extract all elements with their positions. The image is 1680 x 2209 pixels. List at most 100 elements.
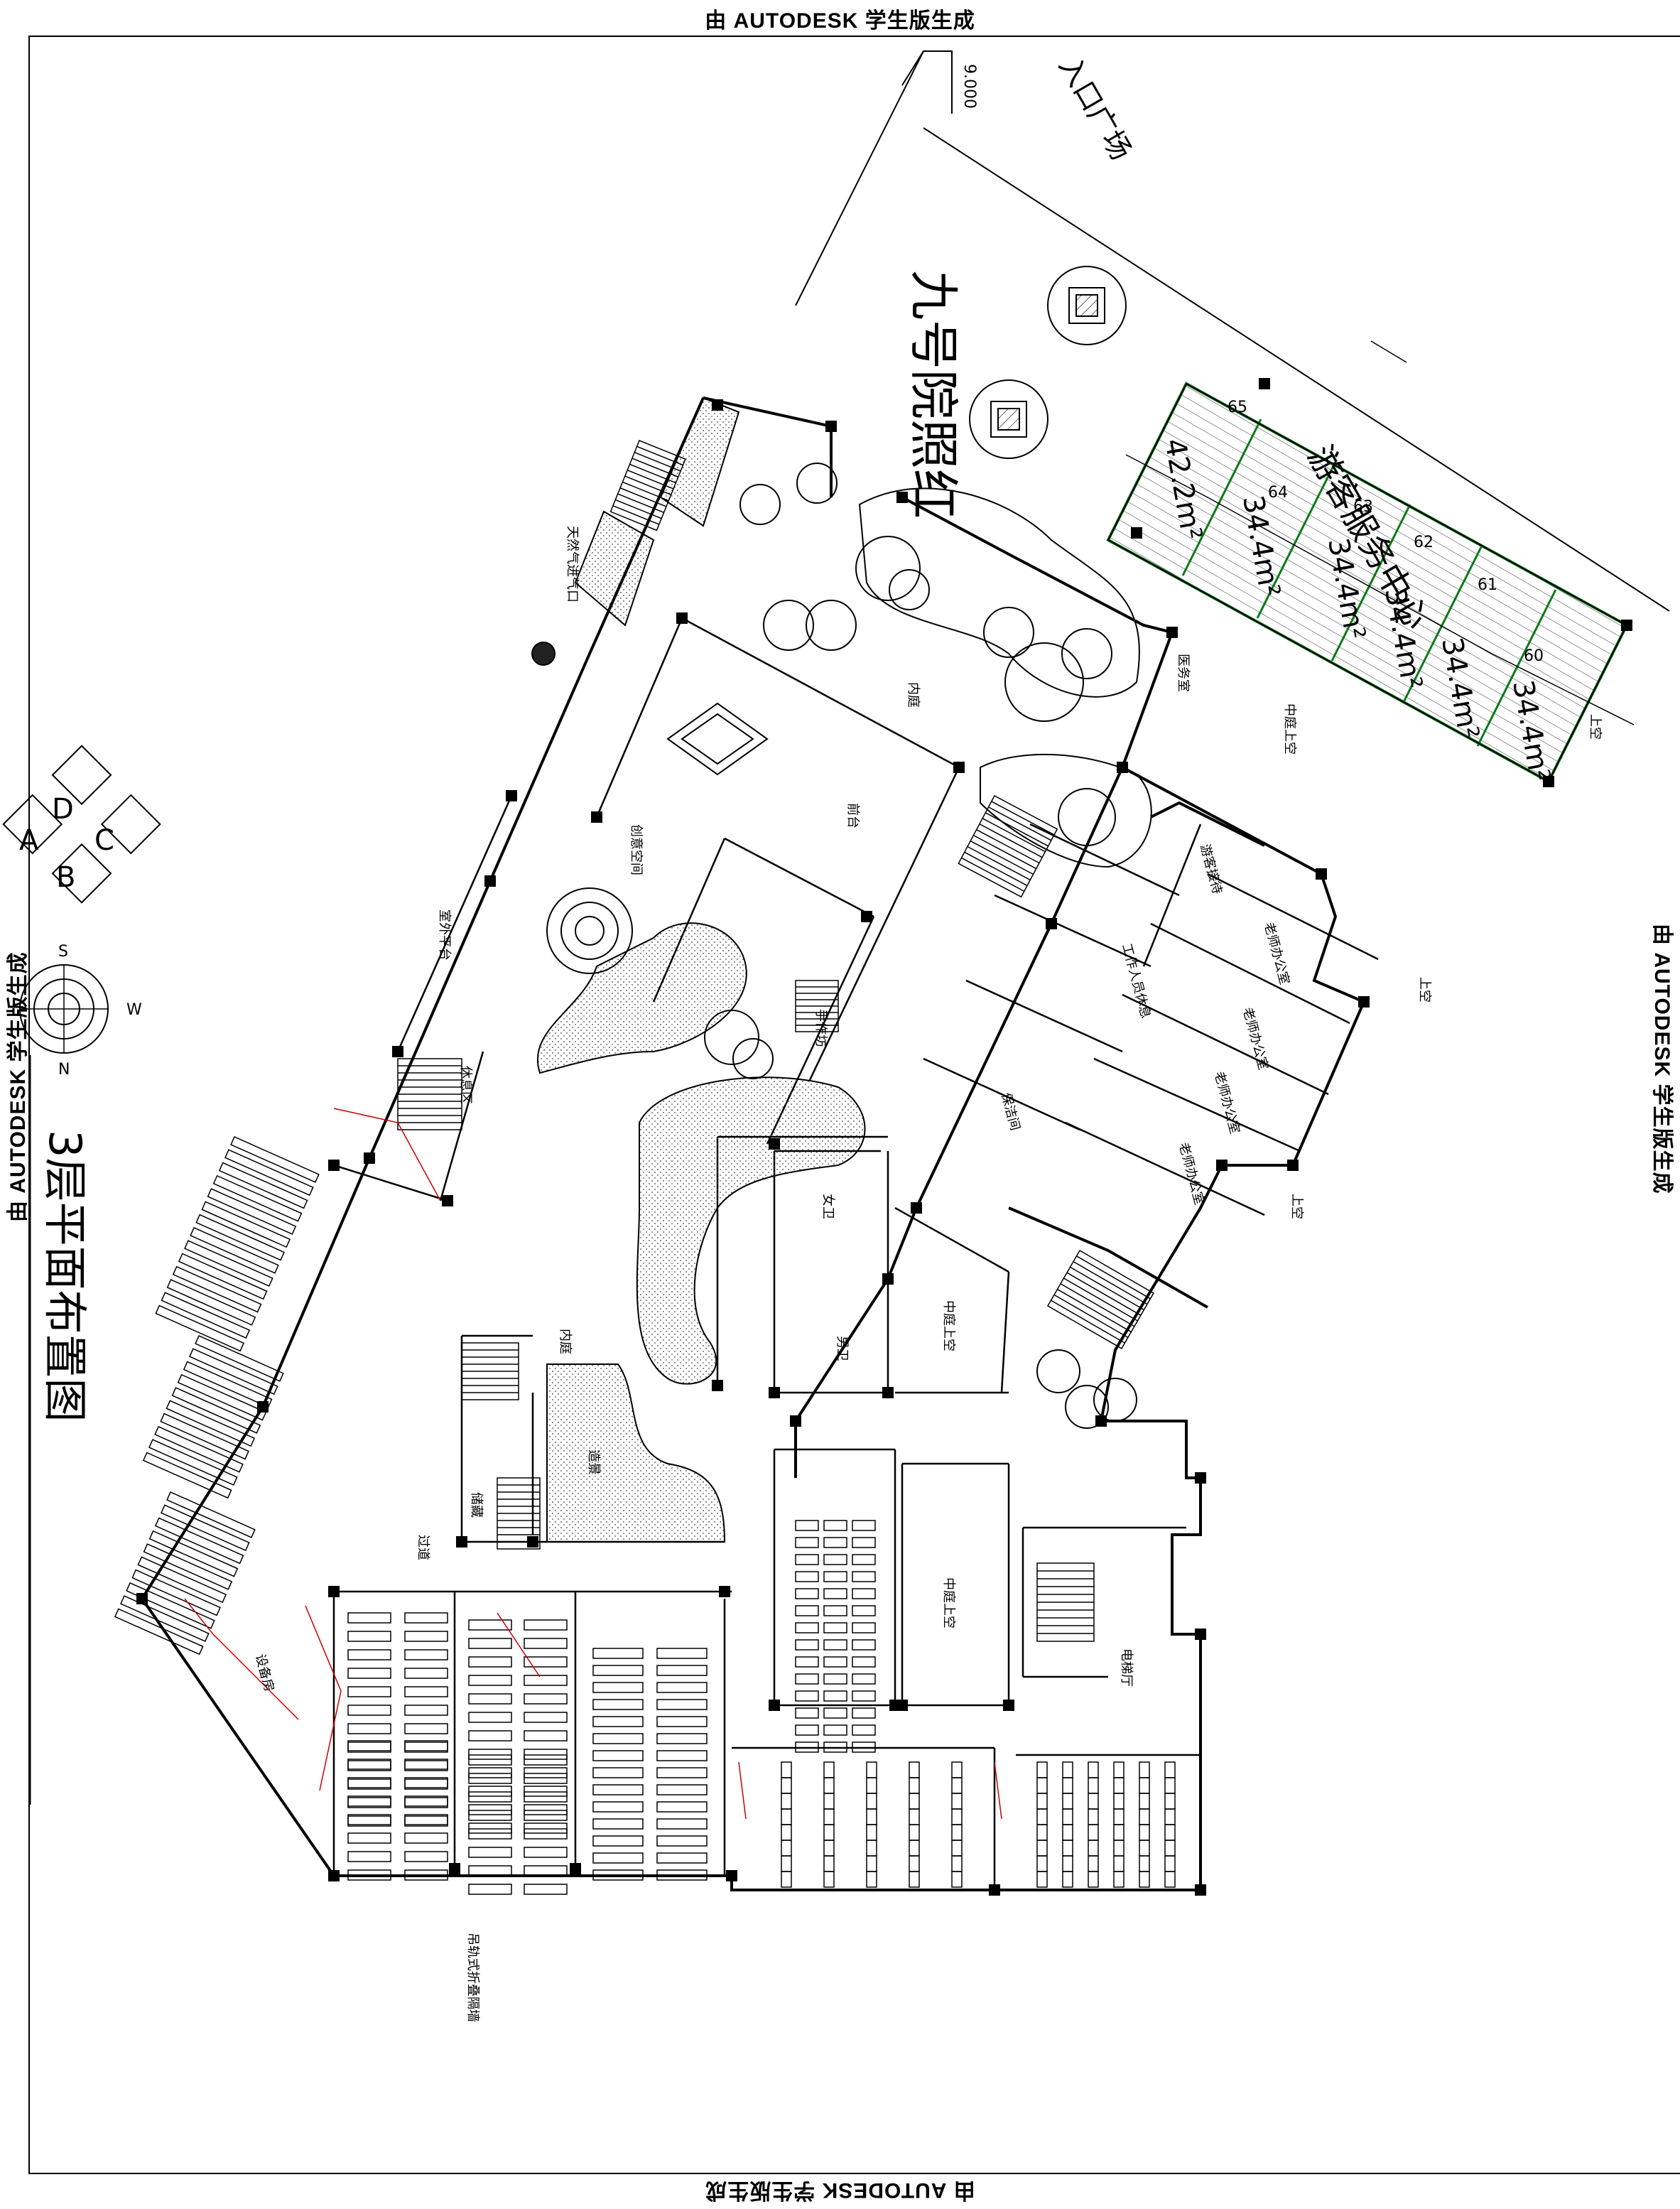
column	[769, 1387, 780, 1398]
stair-flight	[497, 1477, 541, 1550]
seat-block	[114, 1491, 256, 1656]
stair-flight	[609, 440, 686, 531]
unit-63: 63	[1353, 498, 1373, 516]
label-atrium-void-2: 中庭上空	[941, 1300, 956, 1351]
seat-block	[468, 1754, 568, 1895]
column	[1003, 1700, 1014, 1711]
column	[1046, 918, 1057, 929]
plaza-trees	[531, 266, 1127, 666]
gardens	[536, 396, 1152, 1543]
label-teacher-office-3: 老师办公室	[1211, 1070, 1242, 1135]
label-handcraft: 手作坊	[813, 1009, 828, 1047]
unit-64: 64	[1268, 484, 1288, 502]
label-medical: 医务室	[1176, 654, 1191, 692]
seat-block	[592, 1648, 708, 1881]
label-gas-inlet: 天然气进气口	[565, 526, 580, 603]
north-label-w: W	[126, 1001, 142, 1019]
column	[328, 1586, 340, 1597]
unit-62: 62	[1414, 534, 1434, 551]
column	[1259, 378, 1270, 389]
site-boundary	[795, 50, 1670, 612]
elevation-mark: 9.000	[960, 64, 978, 109]
compass-letter-b: B	[56, 861, 75, 894]
seat-block	[155, 1136, 320, 1352]
label-outdoor-platform: 室外平台	[437, 909, 452, 961]
column	[769, 1138, 780, 1150]
stair-flight	[795, 980, 839, 1032]
label-front-desk: 前台	[845, 803, 860, 828]
stair-flight	[1036, 1562, 1095, 1642]
seat-block	[781, 1761, 963, 1888]
north-arrow: S W N	[19, 943, 142, 1079]
seat-block	[347, 1612, 448, 1827]
column	[364, 1152, 375, 1164]
column	[1316, 868, 1327, 880]
column	[769, 1700, 780, 1711]
label-mens-wc: 男卫	[835, 1336, 850, 1361]
label-teacher-office-2: 老师办公室	[1240, 1006, 1271, 1071]
label-inner-court-1: 内庭	[906, 682, 921, 708]
wall-name: 九号院照红	[904, 270, 963, 519]
column	[676, 612, 688, 624]
stair-flight	[461, 1342, 519, 1400]
column	[1117, 762, 1128, 773]
seating-rows	[114, 1136, 1176, 1895]
seat-block	[1036, 1761, 1176, 1888]
watermark-top: 由 AUTODESK 学生版生成	[705, 9, 975, 33]
column	[1131, 527, 1142, 539]
title-block: 3层平面布置图	[28, 1055, 91, 1805]
compass-letter-d: D	[52, 793, 74, 826]
compass-letter-c: C	[94, 824, 114, 857]
label-teacher-office-4: 老师办公室	[1176, 1141, 1207, 1206]
north-label-s: S	[58, 943, 68, 961]
seat-block	[795, 1520, 876, 1753]
column	[1195, 1472, 1206, 1484]
column	[392, 1046, 403, 1057]
compass: D C A B	[2, 745, 161, 904]
column	[328, 1160, 340, 1171]
label-elevator-hall: 电梯厅	[1119, 1648, 1134, 1687]
column	[790, 1415, 801, 1427]
column	[527, 1536, 538, 1548]
seat-block	[347, 1740, 448, 1881]
label-storage: 储藏	[469, 1492, 484, 1518]
label-atrium-void-3: 中庭上空	[941, 1577, 956, 1629]
label-balcony-2: 上空	[1417, 977, 1432, 1003]
compass-letter-a: A	[19, 824, 39, 857]
column	[1287, 1160, 1299, 1171]
column	[506, 790, 517, 801]
label-creative-space: 创意空间	[629, 824, 644, 875]
electrical-lines	[184, 1108, 1002, 1820]
column	[712, 399, 723, 411]
label-teacher-office-1: 老师办公室	[1261, 921, 1292, 986]
column	[456, 1536, 467, 1548]
column	[1195, 1629, 1206, 1640]
column	[136, 1593, 148, 1604]
stair-flight	[397, 1058, 462, 1130]
column	[896, 1700, 908, 1711]
column	[882, 1387, 894, 1398]
seat-block	[468, 1619, 568, 1834]
label-folding-partition: 吊轨式折叠隔墙	[465, 1933, 480, 2022]
stairs	[397, 440, 1154, 1642]
column	[591, 811, 602, 823]
column	[1166, 627, 1178, 638]
stair-flight	[958, 794, 1058, 898]
garden-trees	[546, 463, 1137, 1429]
column	[712, 1380, 723, 1391]
label-inner-court-2: 内庭	[558, 1329, 573, 1354]
column	[1216, 1160, 1228, 1171]
column	[861, 911, 872, 922]
label-rest-area: 休息区	[458, 1066, 473, 1104]
column	[825, 421, 837, 432]
plaza-label: 入口广场	[1052, 51, 1137, 166]
column	[442, 1195, 453, 1206]
label-cleaning: 保洁间	[998, 1091, 1022, 1133]
drawing-title: 3层平面布置图	[39, 1130, 91, 1422]
column	[570, 1863, 581, 1874]
column	[953, 762, 965, 773]
column	[1358, 996, 1370, 1008]
column	[726, 1870, 737, 1881]
column	[1095, 1415, 1107, 1427]
